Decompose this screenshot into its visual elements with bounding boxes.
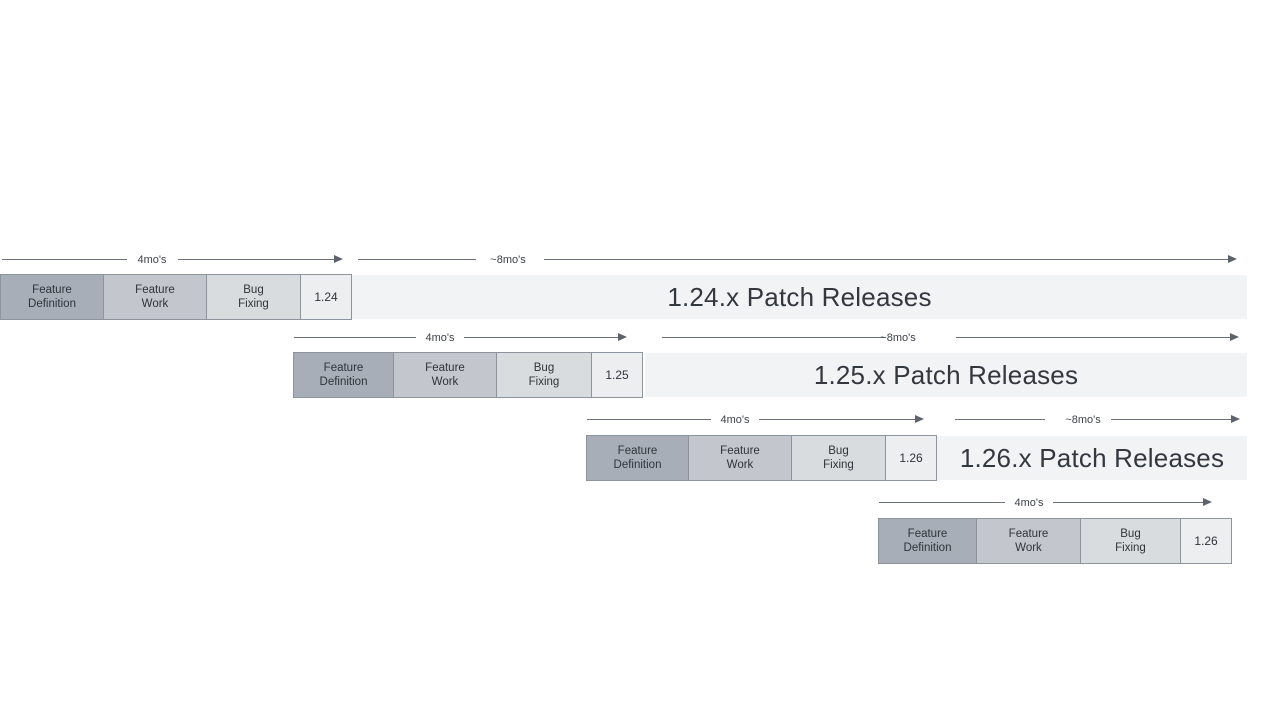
arrow-segment-left [662, 337, 884, 338]
patch-release-label: 1.24.x Patch Releases [667, 281, 932, 312]
phase-feature-definition[interactable]: Feature Definition [586, 435, 689, 481]
patch-duration-arrow-1-24: ~8mo's [356, 250, 1240, 270]
phase-bug-fixing[interactable]: Bug Fixing [791, 435, 886, 481]
phase-feature-definition[interactable]: Feature Definition [878, 518, 977, 564]
arrow-segment-left [294, 337, 416, 338]
phase-feature-work[interactable]: Feature Work [393, 352, 497, 398]
patch-duration-arrow-1-26: ~8mo's [953, 410, 1240, 430]
arrow-head-icon [618, 333, 627, 341]
version-box[interactable]: 1.26 [1180, 518, 1232, 564]
dev-duration-arrow-1-24: 4mo's [0, 250, 356, 270]
version-box[interactable]: 1.25 [591, 352, 643, 398]
phase-boxes-1-26: Feature Definition Feature Work Bug Fixi… [586, 435, 937, 481]
arrow-head-icon [1203, 498, 1212, 506]
arrow-segment-left [955, 419, 1045, 420]
dev-duration-arrow-1-25: 4mo's [292, 328, 640, 348]
dev-duration-label: 4mo's [1014, 497, 1044, 509]
patch-release-band-1-24: 1.24.x Patch Releases [352, 275, 1247, 319]
arrow-head-icon [1228, 255, 1237, 263]
arrow-segment-right [464, 337, 618, 338]
phase-bug-fixing[interactable]: Bug Fixing [496, 352, 592, 398]
phase-feature-definition[interactable]: Feature Definition [293, 352, 394, 398]
version-box[interactable]: 1.24 [300, 274, 352, 320]
arrow-segment-right [544, 259, 1228, 260]
dev-duration-label: 4mo's [425, 332, 455, 344]
phase-boxes-1-25: Feature Definition Feature Work Bug Fixi… [293, 352, 643, 398]
phase-bug-fixing[interactable]: Bug Fixing [206, 274, 301, 320]
arrow-segment-right [759, 419, 915, 420]
phase-feature-work[interactable]: Feature Work [688, 435, 792, 481]
version-box[interactable]: 1.26 [885, 435, 937, 481]
patch-duration-label: ~8mo's [880, 332, 916, 344]
patch-duration-label: ~8mo's [1065, 414, 1101, 426]
arrow-segment-right [1111, 419, 1231, 420]
patch-release-band-1-25: 1.25.x Patch Releases [645, 353, 1247, 397]
arrow-segment-right [1053, 502, 1203, 503]
phase-feature-work[interactable]: Feature Work [103, 274, 207, 320]
dev-duration-arrow-1-26-next: 4mo's [877, 493, 1225, 513]
patch-release-label: 1.25.x Patch Releases [813, 359, 1079, 390]
arrow-segment-left [2, 259, 127, 260]
phase-feature-definition[interactable]: Feature Definition [0, 274, 104, 320]
arrow-head-icon [1231, 415, 1240, 423]
dev-duration-arrow-1-26: 4mo's [585, 410, 937, 430]
phase-boxes-1-26-next: Feature Definition Feature Work Bug Fixi… [878, 518, 1232, 564]
arrow-head-icon [334, 255, 343, 263]
arrow-segment-right [956, 337, 1232, 338]
phase-boxes-1-24: Feature Definition Feature Work Bug Fixi… [0, 274, 352, 320]
phase-feature-work[interactable]: Feature Work [976, 518, 1081, 564]
arrow-head-icon [915, 415, 924, 423]
patch-duration-label: ~8mo's [490, 254, 526, 266]
dev-duration-label: 4mo's [720, 414, 750, 426]
patch-release-label: 1.26.x Patch Releases [959, 442, 1225, 473]
dev-duration-label: 4mo's [137, 254, 167, 266]
phase-bug-fixing[interactable]: Bug Fixing [1080, 518, 1181, 564]
arrow-head-icon [1230, 333, 1239, 341]
arrow-segment-left [879, 502, 1005, 503]
arrow-segment-right [178, 259, 334, 260]
patch-release-band-1-26: 1.26.x Patch Releases [937, 436, 1247, 480]
patch-duration-arrow-1-25: ~8mo's [660, 328, 1240, 348]
arrow-segment-left [358, 259, 476, 260]
arrow-segment-left [587, 419, 711, 420]
